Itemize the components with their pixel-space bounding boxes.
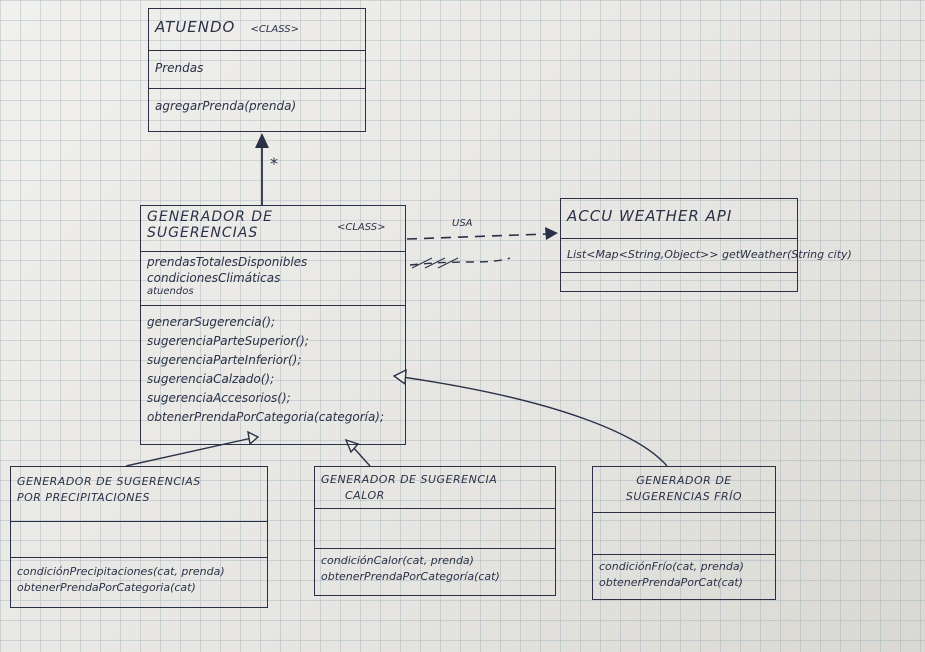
atuendo-attributes: Prendas bbox=[149, 51, 365, 89]
frio-name-line1: GENERADOR DE bbox=[636, 474, 732, 487]
precipitaciones-header: GENERADOR DE SUGERENCIAS POR PRECIPITACI… bbox=[11, 467, 267, 522]
frio-method: obtenerPrendaPorCat(cat) bbox=[599, 575, 743, 589]
generador-attribute: atuendos bbox=[147, 286, 194, 297]
precipitaciones-attributes bbox=[11, 522, 267, 558]
generador-method: sugerenciaAccesorios(); bbox=[147, 391, 291, 405]
generador-method: sugerenciaParteInferior(); bbox=[147, 353, 302, 367]
class-generador-precipitaciones[interactable]: GENERADOR DE SUGERENCIAS POR PRECIPITACI… bbox=[10, 466, 268, 608]
atuendo-methods: agregarPrenda(prenda) bbox=[149, 89, 365, 118]
calor-header: GENERADOR DE SUGERENCIA CALOR bbox=[315, 467, 555, 509]
accuweather-method: List<Map<String,Object>> getWeather(Stri… bbox=[567, 248, 852, 261]
atuendo-name: ATUENDO bbox=[155, 18, 236, 36]
precipitaciones-name-line2: POR PRECIPITACIONES bbox=[17, 490, 150, 504]
atuendo-method: agregarPrenda(prenda) bbox=[155, 99, 297, 113]
calor-method: condiciónCalor(cat, prenda) bbox=[321, 554, 474, 567]
inherit-line-calor bbox=[351, 445, 371, 467]
frio-header: GENERADOR DE SUGERENCIAS FRÍO bbox=[593, 467, 775, 513]
accuweather-name: ACCU WEATHER API bbox=[567, 207, 733, 225]
frio-attributes bbox=[593, 513, 775, 555]
calor-name-line1: GENERADOR DE SUGERENCIA bbox=[321, 473, 498, 486]
class-generador-sugerencias[interactable]: GENERADOR DE SUGERENCIAS <CLASS> prendas… bbox=[140, 205, 406, 445]
inherit-head-calor bbox=[344, 438, 360, 454]
usa-label: USA bbox=[452, 218, 473, 229]
usa-arrowhead bbox=[545, 227, 558, 240]
precipitaciones-name-line1: GENERADOR DE SUGERENCIAS bbox=[17, 475, 201, 488]
generador-name-line2: SUGERENCIAS bbox=[147, 224, 259, 241]
generador-header: GENERADOR DE SUGERENCIAS <CLASS> bbox=[141, 206, 405, 252]
accuweather-methods: List<Map<String,Object>> getWeather(Stri… bbox=[561, 239, 852, 273]
frio-methods: condiciónFrío(cat, prenda) obtenerPrenda… bbox=[593, 555, 775, 593]
class-accu-weather-api[interactable]: ACCU WEATHER API List<Map<String,Object>… bbox=[560, 198, 852, 292]
calor-attributes bbox=[315, 509, 555, 549]
precipitaciones-method: condiciónPrecipitaciones(cat, prenda) bbox=[17, 565, 225, 578]
class-generador-calor[interactable]: GENERADOR DE SUGERENCIA CALOR condiciónC… bbox=[314, 466, 556, 596]
precipitaciones-method: obtenerPrendaPorCategoria(cat) bbox=[17, 580, 196, 594]
calor-method: obtenerPrendaPorCategoría(cat) bbox=[321, 569, 500, 583]
calor-name-line2: CALOR bbox=[345, 488, 385, 502]
generador-attributes: prendasTotalesDisponibles condicionesCli… bbox=[141, 252, 405, 306]
frio-method: condiciónFrío(cat, prenda) bbox=[599, 560, 744, 573]
crossed-out-line bbox=[409, 257, 511, 266]
precipitaciones-methods: condiciónPrecipitaciones(cat, prenda) ob… bbox=[11, 558, 267, 598]
generador-stereotype: <CLASS> bbox=[337, 222, 386, 233]
class-atuendo[interactable]: ATUENDO <CLASS> Prendas agregarPrenda(pr… bbox=[148, 8, 366, 132]
inherit-line-precipitaciones bbox=[125, 437, 253, 467]
generador-method: obtenerPrendaPorCategoria(categoría); bbox=[147, 410, 385, 424]
crossout-scribble bbox=[411, 257, 459, 269]
atuendo-header: ATUENDO <CLASS> bbox=[149, 9, 365, 51]
calor-methods: condiciónCalor(cat, prenda) obtenerPrend… bbox=[315, 549, 555, 587]
generador-method: generarSugerencia(); bbox=[147, 315, 276, 329]
atuendo-arrowhead bbox=[255, 133, 269, 148]
generador-attribute: prendasTotalesDisponibles bbox=[147, 255, 308, 269]
generador-attribute: condicionesClimáticas bbox=[147, 270, 281, 285]
class-generador-frio[interactable]: GENERADOR DE SUGERENCIAS FRÍO condiciónF… bbox=[592, 466, 776, 600]
inherit-line-frio bbox=[401, 376, 668, 467]
atuendo-stereotype: <CLASS> bbox=[250, 24, 299, 35]
generador-method: sugerenciaCalzado(); bbox=[147, 372, 275, 386]
frio-name-line2: SUGERENCIAS FRÍO bbox=[625, 489, 743, 503]
accuweather-empty-section bbox=[561, 273, 797, 279]
multiplicity-label: * bbox=[270, 154, 278, 173]
inherit-head-precipitaciones bbox=[247, 430, 260, 446]
usa-dependency-line bbox=[406, 233, 548, 240]
generador-methods: generarSugerencia(); sugerenciaParteSupe… bbox=[141, 306, 405, 430]
accuweather-header: ACCU WEATHER API bbox=[561, 199, 797, 239]
generador-name-line1: GENERADOR DE bbox=[147, 209, 273, 225]
generador-method: sugerenciaParteSuperior(); bbox=[147, 334, 309, 348]
atuendo-attribute: Prendas bbox=[155, 61, 204, 75]
